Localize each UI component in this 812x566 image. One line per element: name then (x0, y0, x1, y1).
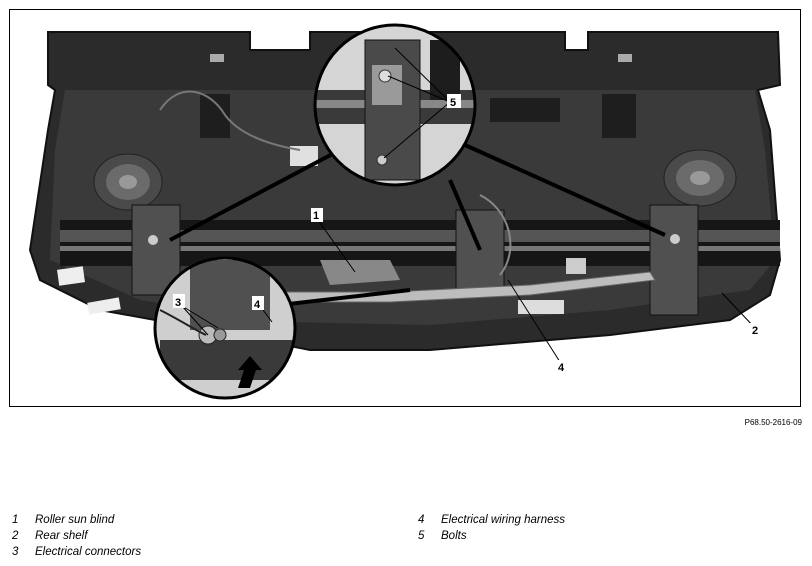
callout-3: 3 (175, 297, 181, 309)
legend-label: Bolts (441, 530, 467, 542)
detail-leader-lines (169, 143, 666, 307)
legend-item: 2 Rear shelf (12, 528, 141, 544)
technical-illustration: 5 3 4 1 2 4 (9, 9, 801, 407)
legend-label: Electrical connectors (35, 546, 142, 558)
callout-2: 2 (752, 325, 758, 337)
legend-column-right: 4 Electrical wiring harness 5 Bolts (418, 512, 565, 544)
figure-code: P68.50-2616-09 (744, 418, 802, 427)
detail-circle-bolts: 5 (313, 23, 477, 187)
legend-label: Roller sun blind (35, 514, 115, 526)
legend-item: 4 Electrical wiring harness (418, 512, 565, 528)
legend-column-left: 1 Roller sun blind 2 Rear shelf 3 Electr… (12, 512, 141, 560)
legend-number: 2 (12, 530, 19, 542)
rear-shelf-photo: 5 3 4 1 2 4 (28, 23, 782, 400)
legend-number: 4 (418, 514, 425, 526)
legend-item: 1 Roller sun blind (12, 512, 141, 528)
callout-1: 1 (313, 210, 319, 222)
legend-label: Rear shelf (35, 530, 88, 542)
callout-4: 4 (558, 362, 565, 374)
detail-circle-connectors: 3 4 (153, 256, 297, 400)
legend-number: 1 (12, 514, 19, 526)
legend-item: 5 Bolts (418, 528, 565, 544)
legend-number: 5 (418, 530, 425, 542)
legend-label: Electrical wiring harness (441, 514, 565, 526)
legend-number: 3 (12, 546, 19, 558)
legend-item: 3 Electrical connectors (12, 544, 141, 560)
roller-sun-blind (60, 204, 780, 316)
callout-4-detail: 4 (254, 299, 261, 311)
callout-5: 5 (450, 97, 456, 109)
